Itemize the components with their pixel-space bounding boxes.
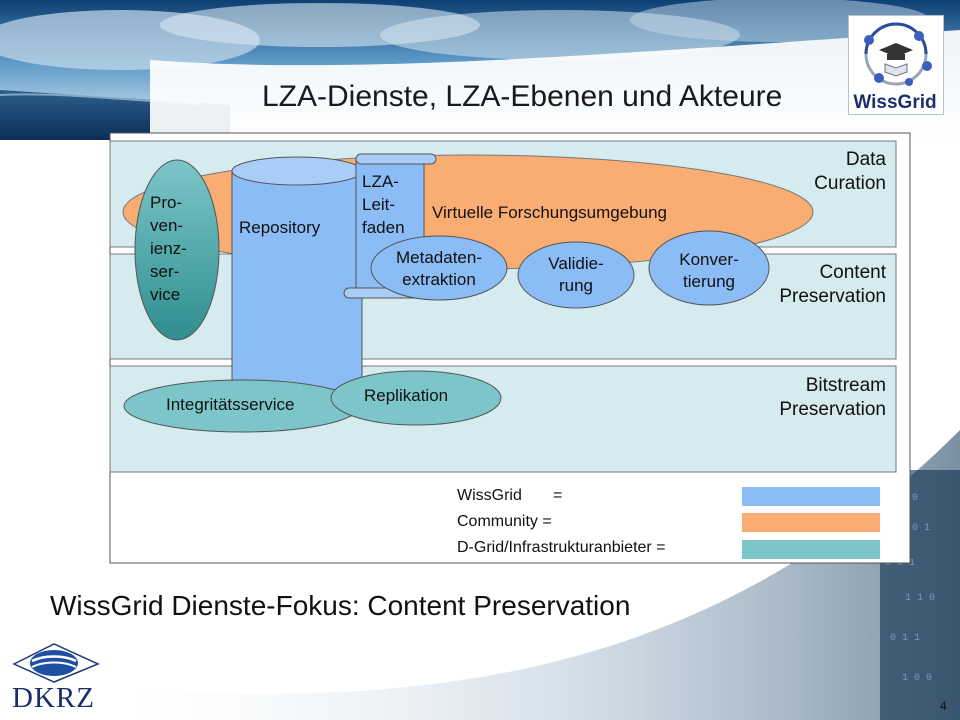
legend-swatch-wissgrid xyxy=(742,487,880,506)
provenance-service-label: Pro- ven- ienz- ser- vice xyxy=(150,193,187,304)
legend-label-wissgrid: WissGrid = xyxy=(457,487,563,504)
slide-title: LZA-Dienste, LZA-Ebenen und Akteure xyxy=(262,80,783,113)
dkrz-logo-icon xyxy=(12,643,100,683)
validation-shape xyxy=(517,241,635,309)
replication-label: Replikation xyxy=(364,386,449,405)
wissgrid-logo-text: WissGrid xyxy=(853,92,937,113)
svg-text:1 0 0: 1 0 0 xyxy=(902,673,932,684)
guide-label: LZA- Leit- faden xyxy=(362,172,405,237)
svg-text:0 1 1: 0 1 1 xyxy=(890,633,920,644)
legend-label-infrastructure: D-Grid/Infrastrukturanbieter = xyxy=(457,539,666,556)
conversion-shape xyxy=(648,230,770,306)
page-number: 4 xyxy=(940,699,947,713)
legend-swatch-community xyxy=(742,513,880,532)
guide-scroll-top-roll xyxy=(355,153,437,165)
validation-label: Validie- rung xyxy=(548,254,604,295)
replication-shape xyxy=(330,370,502,426)
repository-cylinder-top xyxy=(231,156,363,186)
virtual-research-environment-label: Virtuelle Forschungsumgebung xyxy=(432,203,667,222)
wissgrid-logo-graphic xyxy=(864,22,932,86)
provenance-service-shape xyxy=(134,159,220,341)
repository-cylinder-body xyxy=(231,170,363,404)
metadata-extraction-label: Metadaten- extraktion xyxy=(396,248,482,289)
legend-label-community: Community = xyxy=(457,513,552,530)
layer-label-data-curation: Data Curation xyxy=(814,149,886,194)
conversion-label: Konver- tierung xyxy=(679,250,739,291)
layer-label-content-preservation: Content Preservation xyxy=(779,262,886,307)
integrity-service-label: Integritätsservice xyxy=(166,395,295,414)
svg-text:1 0 1: 1 0 1 xyxy=(900,523,930,534)
metadata-extraction-shape xyxy=(370,235,508,301)
dkrz-logo-text: DKRZ xyxy=(12,682,95,714)
svg-text:1 1 0: 1 1 0 xyxy=(905,593,935,604)
wissgrid-logo xyxy=(848,15,944,115)
legend-swatch-infrastructure xyxy=(742,540,880,559)
repository-label: Repository xyxy=(239,218,321,237)
slide-subtitle: WissGrid Dienste-Fokus: Content Preserva… xyxy=(50,590,631,621)
layer-label-bitstream-preservation: Bitstream Preservation xyxy=(779,375,886,420)
